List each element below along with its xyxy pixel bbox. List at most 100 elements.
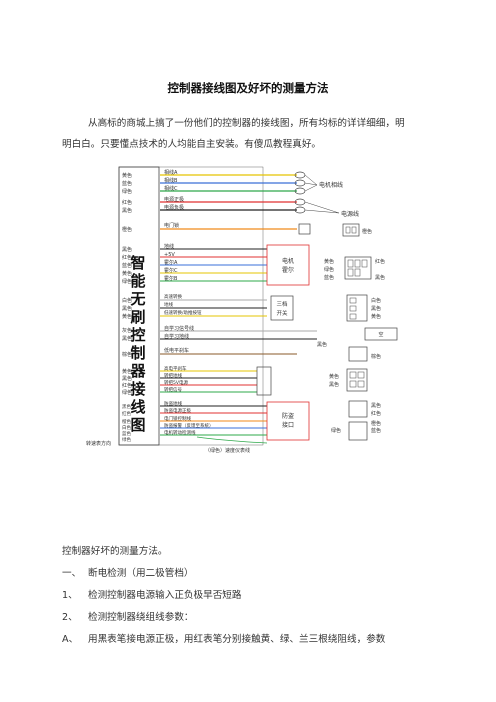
list-item-text: 断电检测（用二极管档）	[88, 568, 194, 579]
wire-color-label: 黑色	[122, 403, 131, 410]
plug-color-label: 黑色	[371, 402, 381, 409]
plug-color-label: 黑色	[317, 341, 327, 348]
list-item-number: 1、	[62, 590, 78, 601]
list-item: 2、检测控制器绕组线参数：	[62, 609, 194, 623]
wire-color-label: 黑色	[122, 305, 132, 312]
wire-color-label: 黑色	[122, 375, 132, 382]
list-item-number: 一、	[62, 568, 82, 579]
switch-label: 三档	[276, 300, 288, 308]
wiring-diagram: 智 能 无 刷 控 制 器 接 线 图 黄色 蓝色 绿色 相线A 相线B 相线C…	[118, 166, 398, 446]
wire-label: 高电平刹车	[164, 365, 187, 372]
wire-color-label: 蓝色	[122, 180, 132, 187]
plug-color-label: 绿色	[331, 427, 341, 434]
wire-color-label: 橙色	[122, 226, 132, 233]
throttle-group: 黄色 黑色 红色 绿色 高电平刹车 转把地线 转把5V电源 转把信号 黄色 黑色	[122, 365, 368, 396]
wire-label: +5V	[164, 252, 175, 258]
wire-color-label: 黄色	[122, 270, 132, 277]
intro-paragraph: 从高标的商城上搞了一份他们的控制器的接线图，所有均标的详详细细，明明白白。只要懂…	[62, 113, 442, 155]
plug-color-label: 黑色	[329, 381, 339, 388]
wire-label: 自学习地线	[164, 333, 189, 340]
plug-color-label: 黄色	[324, 258, 334, 265]
big-title-char: 器	[129, 362, 146, 380]
wire-color-label: 白色	[122, 424, 131, 431]
wire-color-label: 红色	[122, 382, 132, 389]
wire-label: 霍尔B	[164, 275, 178, 282]
wire-label: 霍尔C	[164, 267, 178, 274]
self-learning-group: 灰色 黑色 自学习信号线 自学习地线 黑色 空	[122, 325, 398, 348]
wire-color-label: 红色	[122, 199, 132, 206]
wire-color-label: 黑色	[122, 246, 132, 253]
low-brake-group: 棕色 低电平刹车 棕色	[122, 346, 381, 362]
wire-color-label: 黄色	[122, 313, 132, 320]
plug-color-label: 白色	[371, 297, 381, 304]
plug-color-label: 绿色	[324, 266, 334, 273]
list-item-text: 检测控制器电源输入正负极早否短路	[88, 590, 242, 601]
big-title-char: 无	[129, 290, 145, 308]
big-title-char: 刷	[130, 308, 145, 326]
wire-label: 转把信号	[164, 386, 182, 393]
plug-color-label: 黄色	[371, 313, 381, 320]
wire-label: 自学习信号线	[164, 325, 194, 332]
power-group-label: 电源线	[341, 210, 359, 218]
big-title-char: 线	[130, 398, 145, 416]
power-group: 红色 黑色 电源正极 电源负极 电源线	[122, 196, 359, 218]
wire-color-label: 棕色	[122, 351, 132, 358]
wire-color-label: 绿色	[122, 188, 132, 195]
big-title-char: 接	[130, 380, 145, 398]
plug-color-label: 黑色	[371, 305, 381, 312]
list-item: A、用黑表笔接电源正极，用红表笔分别接触黄、绿、兰三根绕阻线，参数	[62, 631, 385, 645]
wire-color-label: 蓝色	[122, 430, 131, 437]
wire-label: 电门锁控制线	[164, 415, 191, 422]
wire-label: 防盗报警（反馈至系统）	[164, 422, 214, 429]
wire-label: 低速转换/助推按钮	[164, 309, 202, 316]
big-title-char: 能	[130, 272, 145, 290]
wire-color-label: 黑色	[122, 335, 132, 342]
wire-color-label: 绿色	[122, 436, 131, 443]
wire-label: 电源负极	[164, 204, 184, 211]
anti-theft-box-label: 防盗	[282, 412, 294, 420]
wire-label: 转把5V电源	[164, 379, 188, 386]
plug-color-label: 蓝色	[324, 274, 334, 281]
wire-color-label: 黑色	[122, 207, 132, 214]
big-title-char: 制	[130, 344, 145, 362]
wire-color-label: 黄色	[122, 368, 132, 375]
wire-label: 防盗电源正极	[164, 407, 191, 414]
wire-label: 相线A	[164, 169, 178, 176]
wire-color-label: 红色	[122, 254, 132, 261]
big-title-char: 智	[130, 254, 145, 272]
wire-label: 地线	[164, 243, 174, 250]
speedometer-wire-label: （绿色）速度仪表线	[205, 448, 251, 454]
wire-label: 电源正极	[164, 196, 184, 203]
plug-color-label: 橙色	[371, 420, 381, 427]
motor-phase-label: 电机相线	[319, 181, 343, 189]
wire-color-label: 黄色	[122, 172, 132, 179]
diagram-big-title: 智 能 无 刷 控 制 器 接 线 图	[129, 254, 146, 434]
wire-label: 相线B	[164, 177, 178, 184]
hall-box-label: 电机	[282, 257, 294, 265]
speedometer-direction-label: 转速表方向	[86, 441, 112, 447]
big-title-char: 控	[130, 326, 145, 344]
wire-color-label: 蓝色	[122, 262, 132, 269]
wire-label: 电门锁	[164, 222, 179, 229]
list-item-number: 2、	[62, 612, 78, 623]
intro-line-1: 从高标的商城上搞了一份他们的控制器的接线图，所有均标的详详细细，明	[88, 118, 405, 129]
section-title: 控制器好坏的测量方法。	[62, 546, 168, 557]
wire-label: 相线C	[164, 185, 178, 192]
wire-label: 电机转动检测线	[164, 429, 196, 436]
plug-color-label: 黑色	[375, 274, 385, 281]
wire-color-label: 绿色	[122, 389, 132, 396]
anti-theft-box-label: 接口	[282, 421, 294, 429]
wire-color-label: 红色	[122, 410, 131, 417]
empty-plug-label: 空	[378, 331, 383, 338]
wire-label: 转把地线	[164, 372, 182, 379]
wire-color-label: 白色	[122, 297, 132, 304]
wire-label: 高速转换	[164, 293, 182, 300]
document-title: 控制器接线图及好坏的测量方法	[167, 81, 329, 95]
plug-color-label: 黄色	[329, 373, 339, 380]
wire-color-label: 绿色	[122, 278, 132, 285]
lock-group: 橙色 电门锁 橙色	[122, 222, 372, 237]
wire-color-label: 灰色	[122, 327, 132, 334]
plug-color-label: 红色	[371, 410, 381, 417]
plug-color-label: 橙色	[362, 228, 372, 235]
list-item: 1、检测控制器电源输入正负极早否短路	[62, 587, 242, 601]
